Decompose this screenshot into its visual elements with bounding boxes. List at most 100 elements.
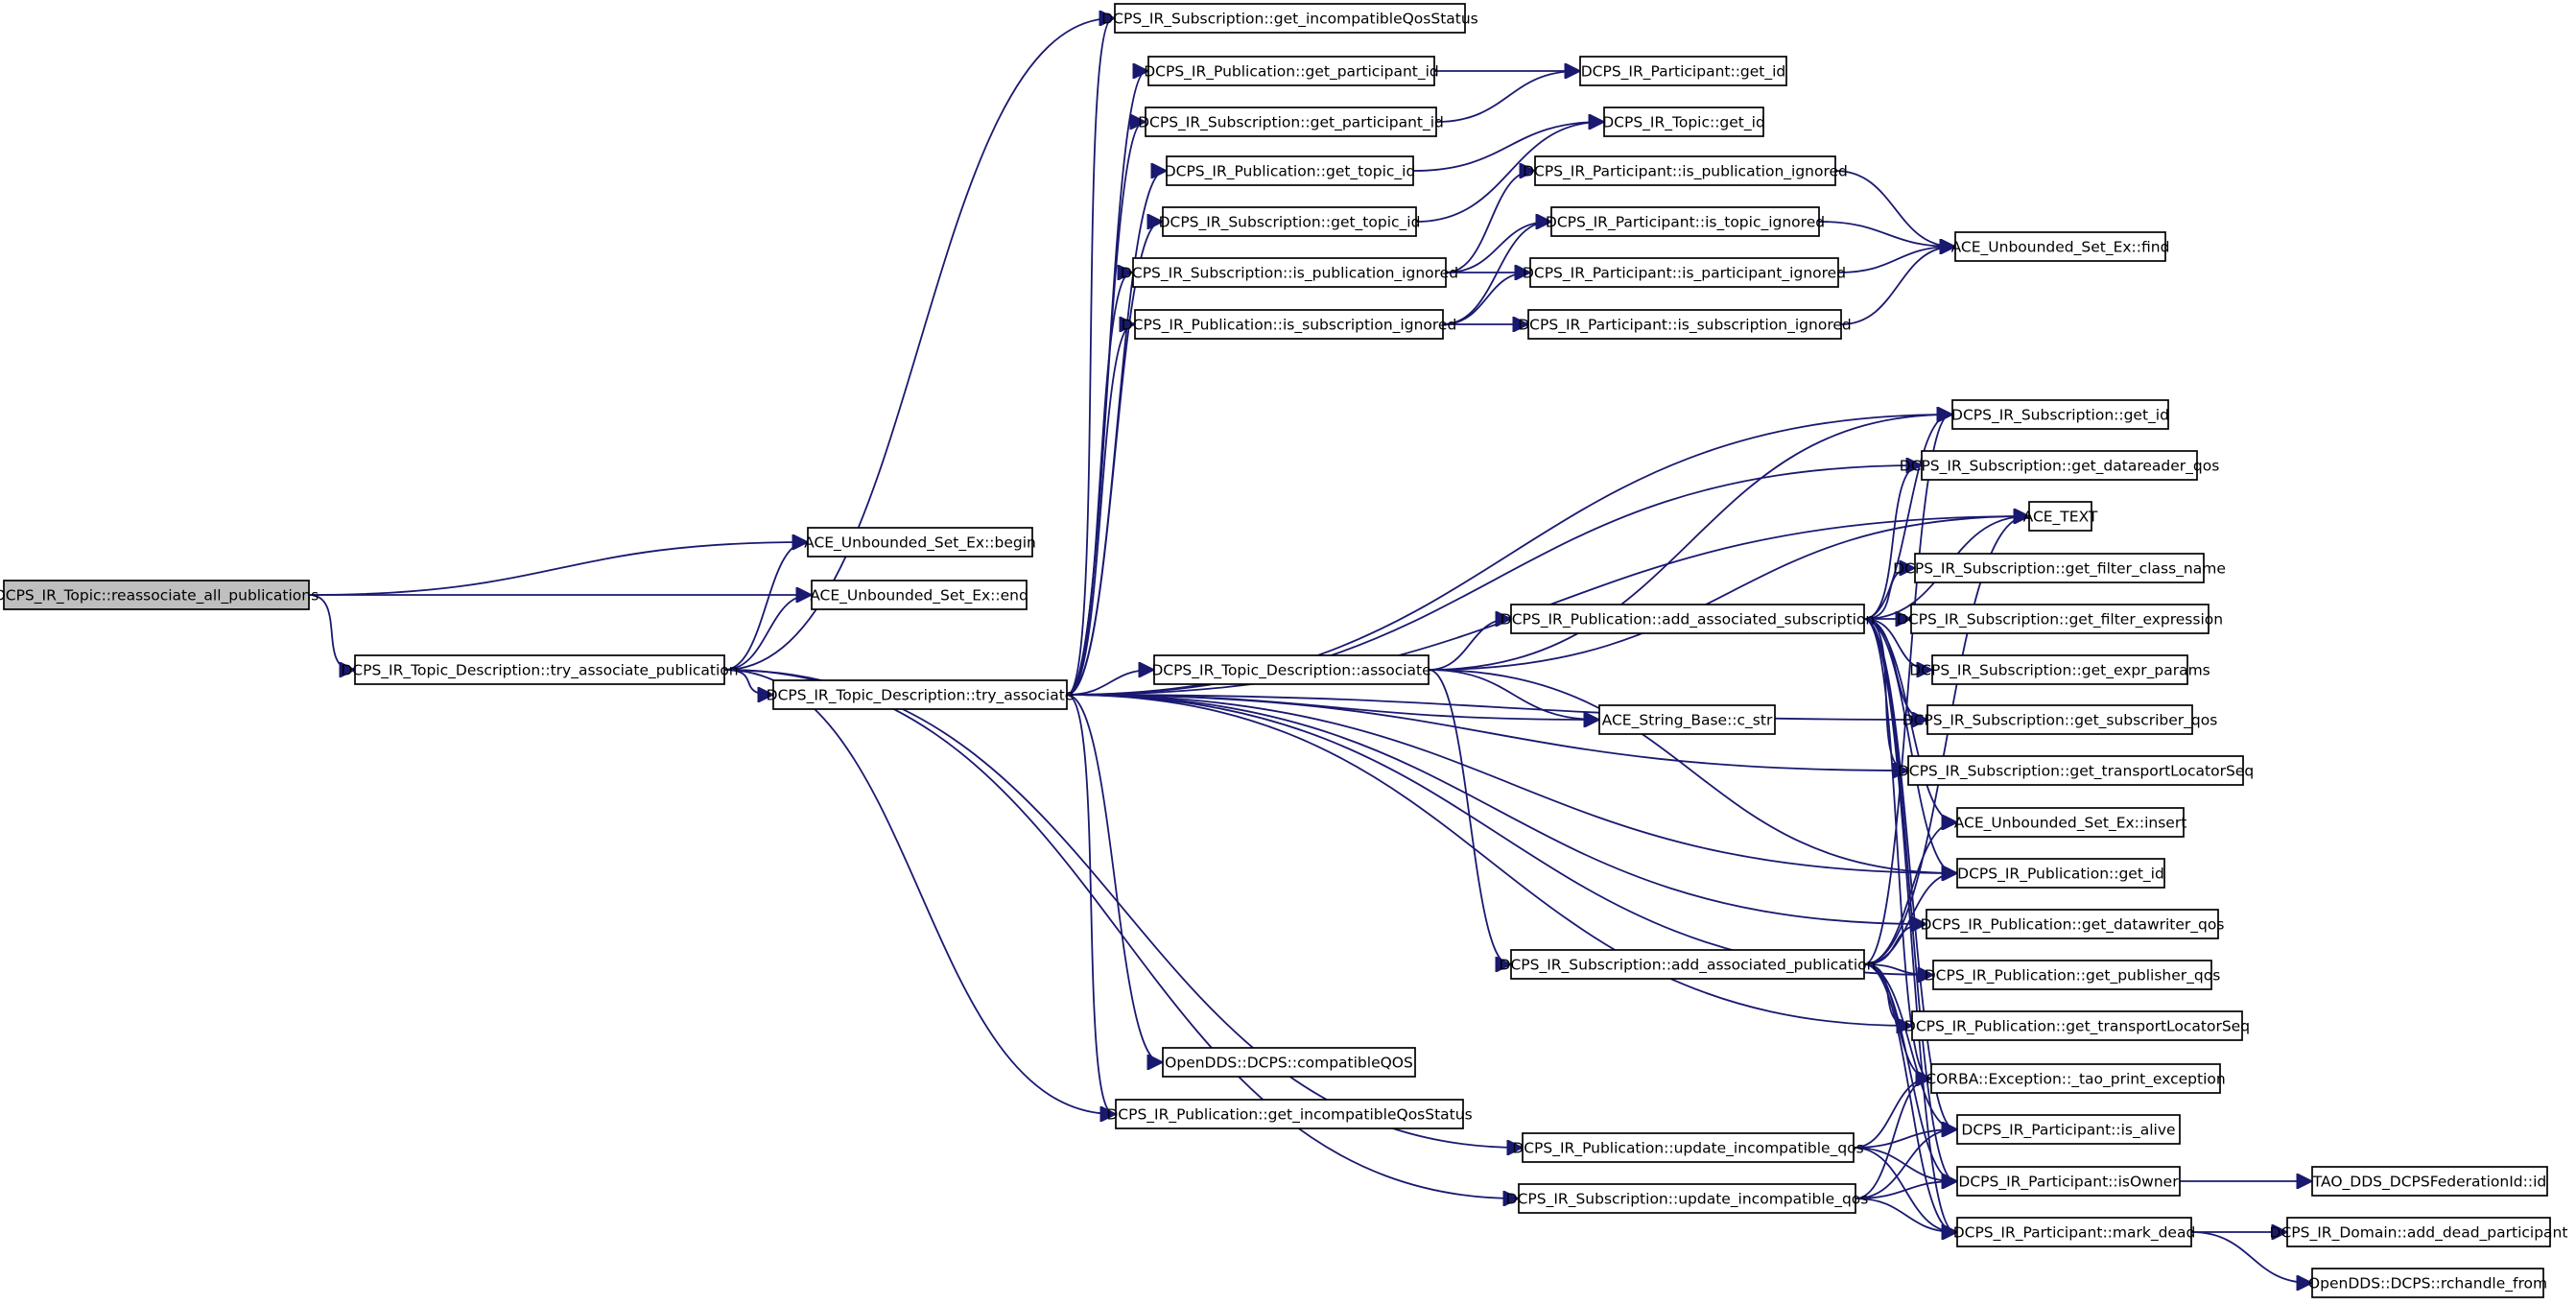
node-box bbox=[1147, 56, 1435, 86]
node-box bbox=[1529, 257, 1839, 288]
node-sub_add_assoc_pub[interactable]: DCPS_IR_Subscription::add_associated_pub… bbox=[1500, 949, 1877, 980]
edge-sub_add_assoc_pub-to-part_is_alive bbox=[1863, 963, 1955, 1129]
node-box bbox=[811, 580, 1028, 610]
edge-try_assoc-to-pub_is_sub_ignored bbox=[1066, 324, 1133, 696]
node-box bbox=[3, 580, 310, 610]
node-box bbox=[1956, 1166, 2181, 1197]
node-pub_get_dw_qos[interactable]: DCPS_IR_Publication::get_datawriter_qos bbox=[1921, 909, 2225, 939]
node-part_mark_dead[interactable]: DCPS_IR_Participant::mark_dead bbox=[1953, 1217, 2196, 1247]
node-label: TAO_DDS_DCPSFederationId::id bbox=[2312, 1174, 2547, 1192]
edge-root-to-try_assoc_pub bbox=[308, 594, 353, 670]
node-td_associate[interactable]: DCPS_IR_Topic_Description::associate bbox=[1151, 654, 1431, 685]
node-part_is_pub_ignored[interactable]: DCPS_IR_Participant::is_publication_igno… bbox=[1523, 155, 1848, 186]
node-str_c_str[interactable]: ACE_String_Base::c_str bbox=[1598, 704, 1776, 735]
node-sub_get_filter_expr[interactable]: DCPS_IR_Subscription::get_filter_express… bbox=[1897, 604, 2223, 634]
node-pub_is_sub_ignored[interactable]: DCPS_IR_Publication::is_subscription_ign… bbox=[1122, 309, 1457, 340]
node-label: DCPS_IR_Subscription::is_publication_ign… bbox=[1121, 265, 1458, 283]
node-sub_get_topic_id[interactable]: DCPS_IR_Subscription::get_topic_id bbox=[1159, 206, 1421, 237]
node-box bbox=[1921, 450, 2198, 481]
edge-try_assoc-to-sub_get_part_id bbox=[1066, 122, 1144, 696]
node-sub_get_part_id[interactable]: DCPS_IR_Subscription::get_participant_id bbox=[1138, 107, 1444, 137]
node-label: DCPS_IR_Publication::get_datawriter_qos bbox=[1921, 916, 2225, 935]
edge-pub_add_assoc_sub-to-sub_get_id bbox=[1863, 415, 1950, 620]
node-pub_get_topic_id[interactable]: DCPS_IR_Publication::get_topic_id bbox=[1165, 155, 1416, 186]
edge-sub_add_assoc_pub-to-sub_get_id bbox=[1863, 415, 1950, 965]
edge-sub_get_topic_id-to-topic_get_id bbox=[1415, 122, 1602, 223]
node-label: DCPS_IR_Topic::get_id bbox=[1602, 114, 1765, 132]
node-try_assoc_pub[interactable]: DCPS_IR_Topic_Description::try_associate… bbox=[341, 654, 739, 685]
node-pub_get_incompat[interactable]: DCPS_IR_Publication::get_incompatibleQos… bbox=[1106, 1099, 1473, 1129]
node-box bbox=[354, 654, 725, 685]
node-part_get_id[interactable]: DCPS_IR_Participant::get_id bbox=[1579, 56, 1787, 86]
node-sub_get_expr_params[interactable]: DCPS_IR_Subscription::get_expr_params bbox=[1909, 654, 2210, 685]
node-pub_get_id[interactable]: DCPS_IR_Publication::get_id bbox=[1956, 858, 2165, 889]
edge-td_associate-to-str_c_str bbox=[1428, 669, 1597, 720]
node-box bbox=[1956, 1114, 2181, 1145]
node-try_assoc[interactable]: DCPS_IR_Topic_Description::try_associate bbox=[767, 679, 1075, 710]
node-sub_get_incompat[interactable]: DCPS_IR_Subscription::get_incompatibleQo… bbox=[1101, 3, 1478, 34]
node-pub_update_incompat[interactable]: DCPS_IR_Publication::update_incompatible… bbox=[1512, 1132, 1864, 1163]
node-part_is_topic_ignored[interactable]: DCPS_IR_Participant::is_topic_ignored bbox=[1546, 206, 1825, 237]
edge-pub_add_assoc_sub-to-part_mark_dead bbox=[1863, 618, 1955, 1232]
node-sub_get_sub_qos[interactable]: DCPS_IR_Subscription::get_subscriber_qos bbox=[1902, 704, 2218, 735]
node-label: ACE_String_Base::c_str bbox=[1602, 712, 1773, 730]
node-set_find[interactable]: ACE_Unbounded_Set_Ex::find bbox=[1951, 231, 2170, 262]
node-dom_add_dead[interactable]: DCPS_IR_Domain::add_dead_participant bbox=[2270, 1217, 2568, 1247]
node-root[interactable]: DCPS_IR_Topic::reassociate_all_publicati… bbox=[0, 580, 319, 610]
node-label: DCPS_IR_Participant::get_id bbox=[1581, 63, 1786, 82]
node-label: DCPS_IR_Subscription::get_id bbox=[1951, 407, 2169, 425]
node-label: DCPS_IR_Participant::is_participant_igno… bbox=[1523, 265, 1846, 283]
node-label: DCPS_IR_Publication::update_incompatible… bbox=[1512, 1140, 1863, 1158]
edge-try_assoc-to-pub_get_dw_qos bbox=[1066, 694, 1925, 924]
node-label: DCPS_IR_Subscription::get_incompatibleQo… bbox=[1101, 11, 1478, 29]
edge-root-to-set_begin bbox=[308, 542, 806, 596]
node-set_begin[interactable]: ACE_Unbounded_Set_Ex::begin bbox=[804, 527, 1036, 558]
node-compat_qos[interactable]: OpenDDS::DCPS::compatibleQOS bbox=[1162, 1047, 1416, 1078]
node-topic_get_id[interactable]: DCPS_IR_Topic::get_id bbox=[1602, 107, 1765, 137]
node-sub_is_pub_ignored[interactable]: DCPS_IR_Subscription::is_publication_ign… bbox=[1121, 257, 1458, 288]
node-part_is_part_ignored[interactable]: DCPS_IR_Participant::is_participant_igno… bbox=[1523, 257, 1846, 288]
node-pub_get_tls[interactable]: DCPS_IR_Publication::get_transportLocato… bbox=[1904, 1010, 2250, 1041]
node-box bbox=[1527, 309, 1842, 340]
edge-try_assoc-to-pub_get_id bbox=[1066, 694, 1955, 873]
edge-sub_get_part_id-to-part_get_id bbox=[1435, 71, 1578, 123]
node-tao_fed_id[interactable]: TAO_DDS_DCPSFederationId::id bbox=[2311, 1166, 2548, 1197]
node-set_insert[interactable]: ACE_Unbounded_Set_Ex::insert bbox=[1954, 807, 2187, 838]
node-part_is_owner[interactable]: DCPS_IR_Participant::isOwner bbox=[1956, 1166, 2181, 1197]
edge-part_mark_dead-to-rchandle_from bbox=[2190, 1231, 2310, 1283]
node-sub_get_id[interactable]: DCPS_IR_Subscription::get_id bbox=[1951, 399, 2169, 430]
node-pub_get_pub_qos[interactable]: DCPS_IR_Publication::get_publisher_qos bbox=[1925, 960, 2221, 990]
node-sub_get_tls[interactable]: DCPS_IR_Subscription::get_transportLocat… bbox=[1898, 755, 2254, 786]
node-sub_update_incompat[interactable]: DCPS_IR_Subscription::update_incompatibl… bbox=[1506, 1183, 1869, 1214]
node-label: DCPS_IR_Subscription::get_transportLocat… bbox=[1898, 763, 2254, 781]
edge-try_assoc-to-sub_is_pub_ignored bbox=[1066, 273, 1131, 696]
node-box bbox=[1926, 704, 2193, 735]
edge-part_is_pub_ignored-to-set_find bbox=[1834, 170, 1953, 247]
node-label: DCPS_IR_Subscription::get_filter_express… bbox=[1897, 611, 2223, 629]
node-box bbox=[1518, 1183, 1856, 1214]
node-rchandle_from[interactable]: OpenDDS::DCPS::rchandle_from bbox=[2308, 1268, 2547, 1298]
node-set_end[interactable]: ACE_Unbounded_Set_Ex::end bbox=[810, 580, 1028, 610]
edge-sub_is_pub_ignored-to-part_is_topic_ignored bbox=[1445, 222, 1549, 273]
edge-sub_add_assoc_pub-to-part_mark_dead bbox=[1863, 963, 1955, 1232]
edge-sub_update_incompat-to-part_mark_dead bbox=[1855, 1198, 1955, 1232]
node-sub_get_filter_class[interactable]: DCPS_IR_Subscription::get_filter_class_n… bbox=[1893, 553, 2226, 583]
edge-td_associate-to-ace_text bbox=[1428, 516, 2027, 671]
node-ace_text[interactable]: ACE_TEXT bbox=[2023, 501, 2098, 532]
node-pub_get_part_id[interactable]: DCPS_IR_Publication::get_participant_id bbox=[1144, 56, 1439, 86]
node-part_is_alive[interactable]: DCPS_IR_Participant::is_alive bbox=[1956, 1114, 2181, 1145]
node-part_is_sub_ignored[interactable]: DCPS_IR_Participant::is_subscription_ign… bbox=[1518, 309, 1852, 340]
node-sub_get_dr_qos[interactable]: DCPS_IR_Subscription::get_datareader_qos bbox=[1900, 450, 2220, 481]
node-label: DCPS_IR_Publication::get_incompatibleQos… bbox=[1106, 1106, 1472, 1125]
edge-td_associate-to-sub_add_assoc_pub bbox=[1428, 669, 1509, 964]
node-corba_exc[interactable]: CORBA::Exception::_tao_print_exception bbox=[1926, 1063, 2226, 1094]
node-label: DCPS_IR_Participant::is_publication_igno… bbox=[1523, 163, 1848, 181]
edge-sub_is_pub_ignored-to-part_is_pub_ignored bbox=[1445, 171, 1533, 273]
node-box bbox=[1114, 3, 1466, 34]
node-box bbox=[1956, 1217, 2192, 1247]
edge-td_associate-to-pub_get_id bbox=[1428, 669, 1955, 873]
node-box bbox=[1134, 309, 1444, 340]
edge-pub_get_topic_id-to-topic_get_id bbox=[1412, 122, 1602, 172]
node-pub_add_assoc_sub[interactable]: DCPS_IR_Publication::add_associated_subs… bbox=[1501, 604, 1875, 634]
edge-part_is_part_ignored-to-set_find bbox=[1837, 247, 1953, 273]
